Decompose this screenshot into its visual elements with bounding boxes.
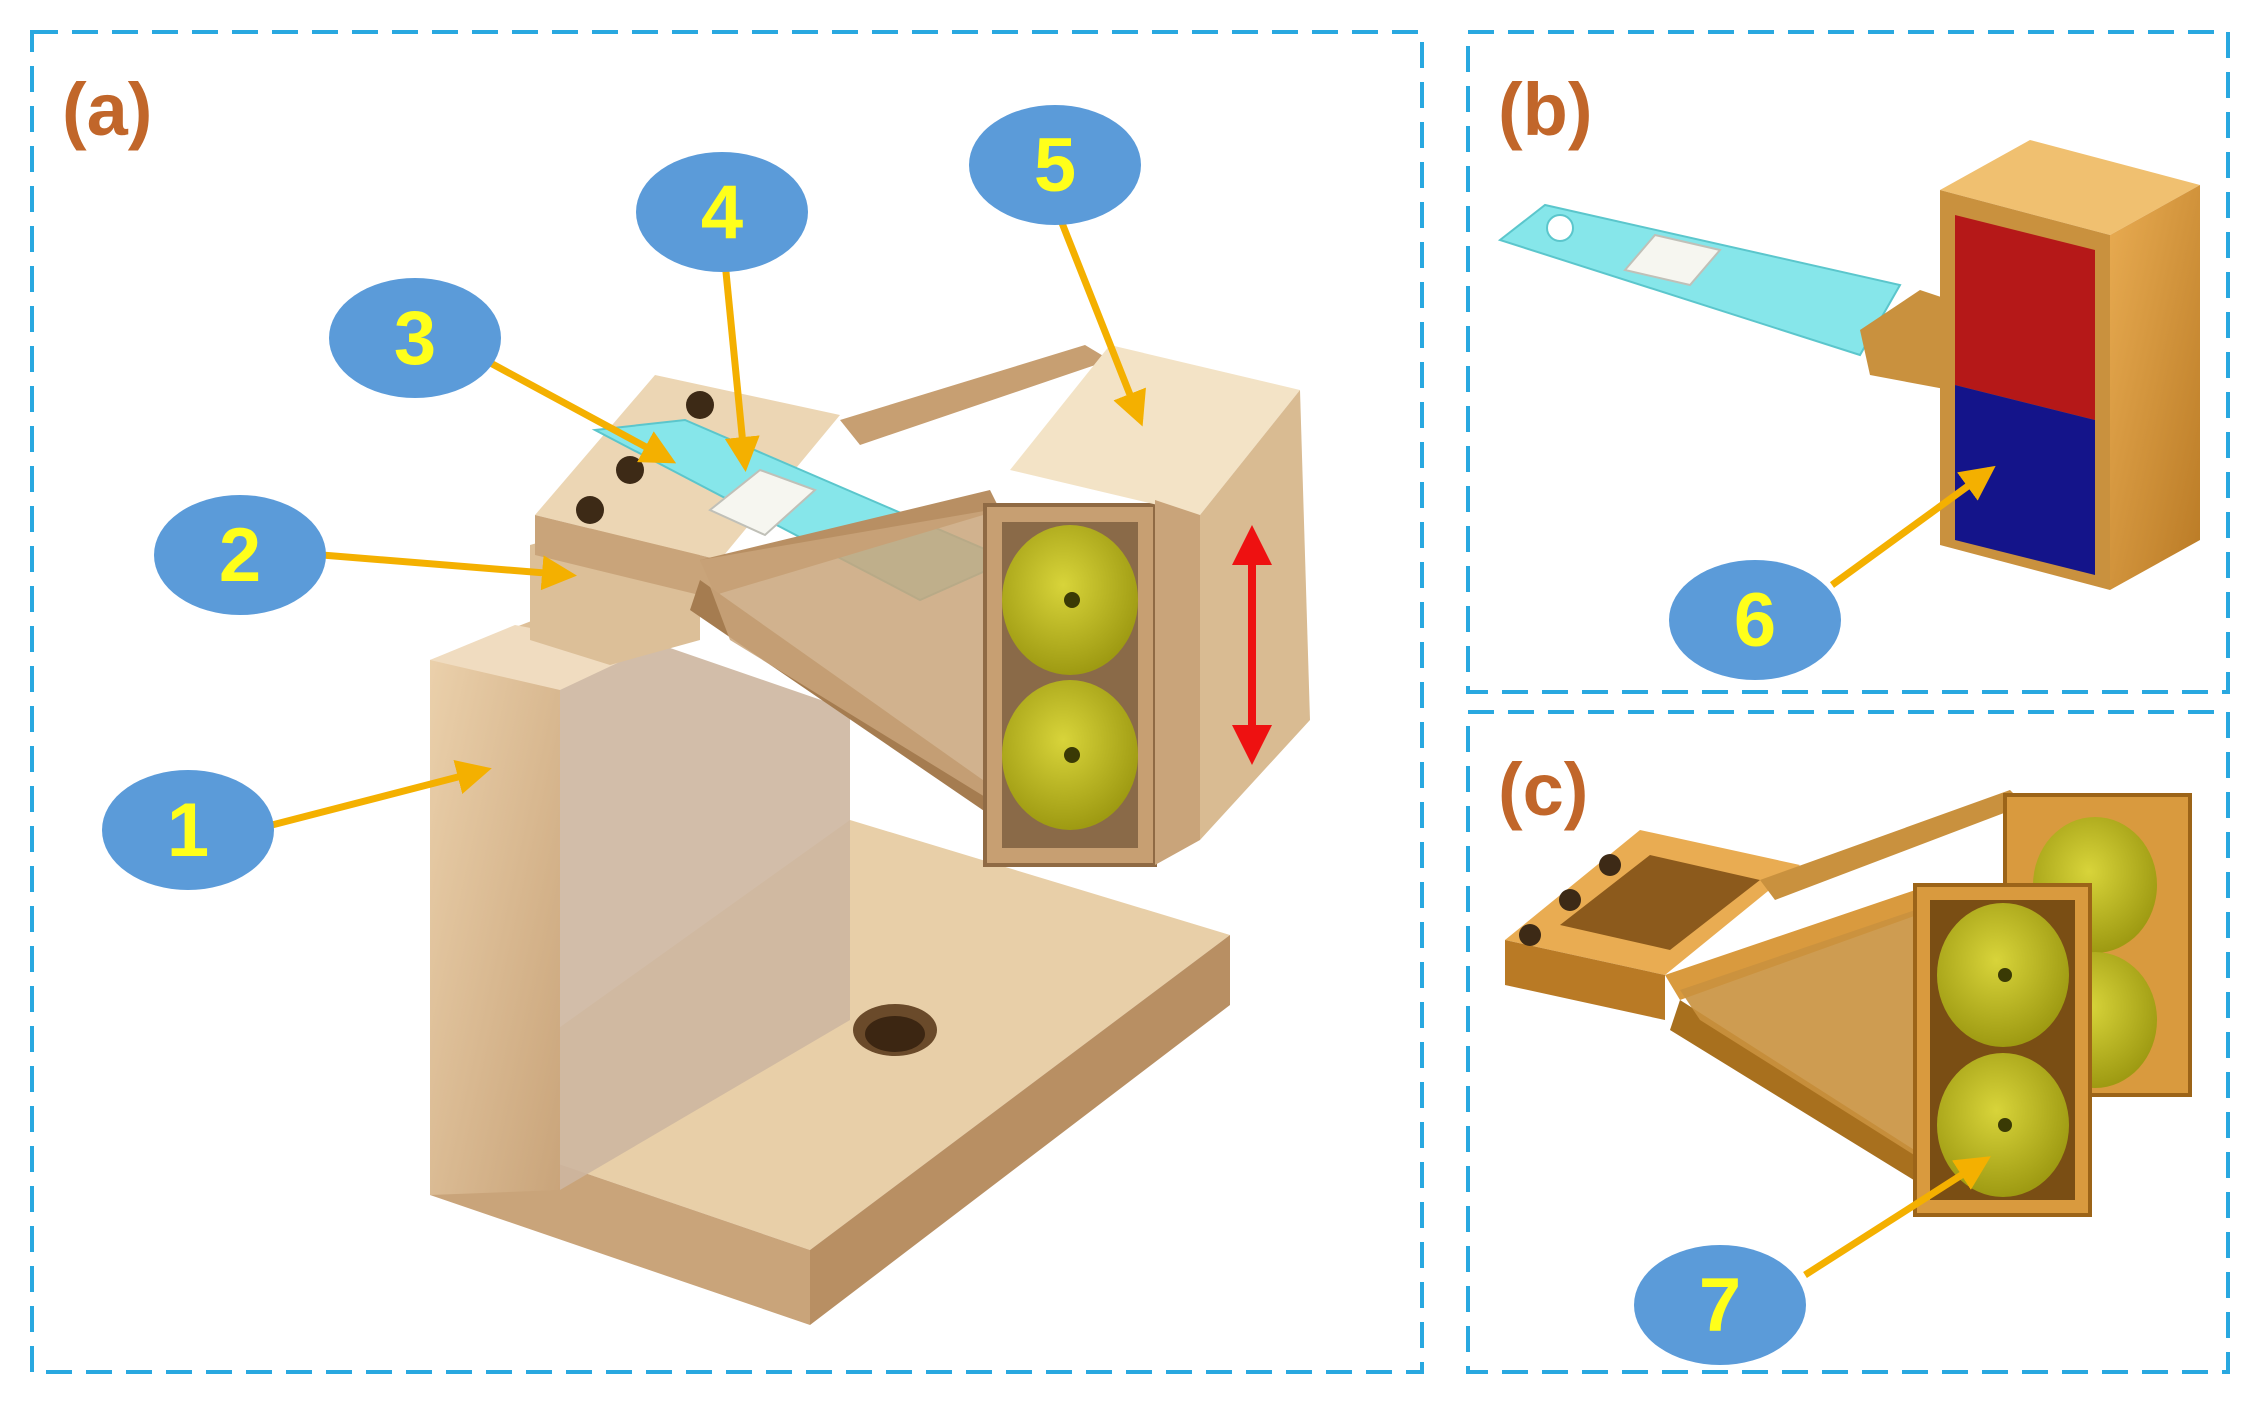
leader-2 (321, 551, 577, 591)
clamp-hole-3 (686, 391, 714, 419)
callout-3-number: 3 (394, 296, 436, 381)
vibration-arrow-head-down (1232, 725, 1272, 765)
magnet-housing-side (2110, 185, 2200, 590)
clamp-front (535, 515, 720, 600)
callout-4: 4 (636, 152, 808, 272)
beam-hole (1546, 214, 1574, 242)
leader-1 (271, 760, 492, 829)
callout-6-number: 6 (1734, 578, 1776, 663)
panel-b-label: (b) (1498, 68, 1593, 151)
callout-2: 2 (154, 495, 326, 615)
cylinder-upper-hole (1064, 592, 1080, 608)
front-truss-diagonal (1670, 1000, 1930, 1190)
column-inner (560, 610, 850, 1190)
base-hole-inner (865, 1016, 925, 1052)
frame-hole-1 (1519, 924, 1541, 946)
panel-c-label: (c) (1498, 748, 1588, 831)
panel-c-frame (1466, 710, 2230, 1374)
callout-7-number: 7 (1699, 1263, 1741, 1348)
leader-4 (721, 261, 760, 472)
panel-a-label: (a) (62, 68, 152, 151)
assembly-illustration (430, 345, 1310, 1325)
callout-4-number: 4 (701, 170, 743, 255)
rear-truss (1760, 790, 2025, 900)
panel-b-frame (1466, 30, 2230, 694)
panel-a-frame (30, 30, 1424, 1374)
proof-mass-top (1010, 345, 1300, 515)
callout-2-number: 2 (219, 513, 261, 598)
leader-5 (1056, 216, 1146, 427)
callout-5: 5 (969, 105, 1141, 225)
callout-5-number: 5 (1034, 123, 1076, 208)
clamp-hole-2 (616, 456, 644, 484)
magnet-clamp (1860, 290, 1950, 390)
callout-3: 3 (329, 278, 501, 398)
leader-6 (1829, 465, 1996, 588)
front-cylinder-lower-hole (1998, 1118, 2012, 1132)
callout-1: 1 (102, 770, 274, 890)
magnet-illustration (1497, 140, 2200, 590)
magnet-housing-top (1940, 140, 2200, 235)
frame-hole-2 (1559, 889, 1581, 911)
clamp-hole-1 (576, 496, 604, 524)
callout-1-number: 1 (167, 788, 209, 873)
frame-illustration (1505, 790, 2192, 1217)
front-truss-upper (1665, 885, 1945, 1000)
truss-body (700, 510, 990, 800)
proof-mass-front (1155, 500, 1200, 865)
front-cylinder-upper-hole (1998, 968, 2012, 982)
frame-plate-front (1505, 940, 1665, 1020)
vibration-arrow-head-up (1232, 525, 1272, 565)
magnet-south (1955, 385, 2095, 575)
piezo-patch (708, 468, 817, 537)
magnet-beam (1497, 203, 1902, 357)
magnet-beam-patch (1623, 233, 1722, 287)
magnet-north (1955, 215, 2095, 420)
truss-arm-upper (840, 345, 1110, 445)
cylinder-lower-hole (1064, 747, 1080, 763)
column-front (430, 610, 560, 1195)
leader-lines (271, 216, 1996, 1278)
base-plate-side (810, 935, 1230, 1325)
leader-3 (483, 356, 677, 464)
front-truss-body (1680, 905, 1930, 1165)
callout-7: 7 (1634, 1245, 1806, 1365)
leader-7 (1803, 1156, 1991, 1278)
frame-hole-3 (1599, 854, 1621, 876)
callout-6: 6 (1669, 560, 1841, 680)
frame-plate-opening (1560, 855, 1760, 950)
